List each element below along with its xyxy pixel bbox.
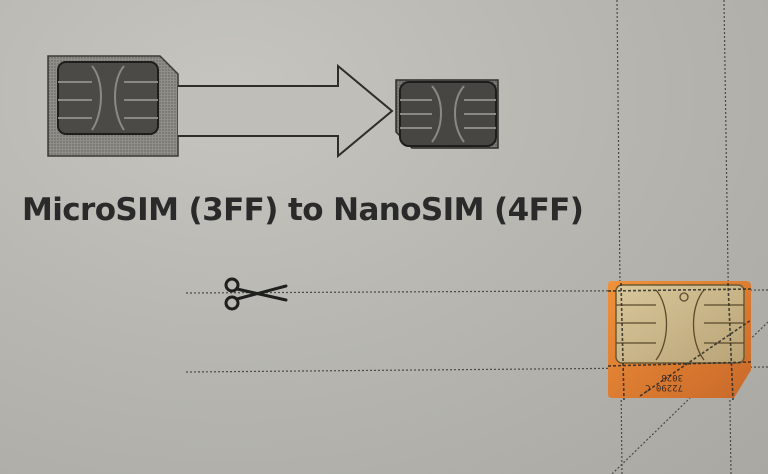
orange-sim-card (607, 281, 752, 401)
cut-guides (185, 0, 768, 474)
sim-card-print-line2: 3028 (661, 372, 683, 382)
microsim-card-icon (47, 55, 179, 157)
nanosim-card-icon (395, 79, 499, 149)
conversion-caption: MicroSIM (3FF) to NanoSIM (4FF) (22, 192, 584, 228)
sim-card-print-line1: 72290 C (645, 382, 683, 392)
sim-card-print: 72290 C 3028 (645, 372, 683, 392)
scissors-icon (224, 277, 288, 311)
right-arrow-icon (178, 63, 394, 159)
